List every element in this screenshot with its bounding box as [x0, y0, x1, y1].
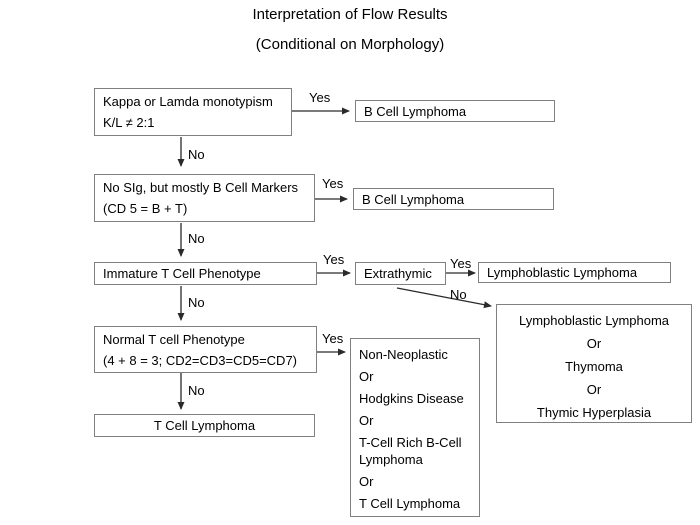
node-text: (4 + 8 = 3; CD2=CD3=CD5=CD7) — [103, 353, 298, 368]
node-text: T Cell Lymphoma — [153, 418, 256, 433]
edge-label-no: No — [188, 383, 205, 398]
node-text: Hodgkins Disease — [359, 391, 464, 406]
arrow-extrathymic-no — [396, 287, 492, 309]
node-text: Extrathymic — [364, 266, 432, 281]
node-t-cell-lymphoma: T Cell Lymphoma — [94, 414, 315, 437]
node-text: Lymphoblastic Lymphoma — [518, 313, 670, 328]
node-text: Non-Neoplastic — [359, 347, 448, 362]
edge-label-no: No — [450, 287, 467, 302]
node-text: K/L ≠ 2:1 — [103, 115, 155, 130]
node-text: B Cell Lymphoma — [362, 191, 465, 207]
node-text: Immature T Cell Phenotype — [103, 266, 261, 281]
edge-label-yes: Yes — [309, 90, 331, 105]
edge-label-no: No — [188, 295, 205, 310]
node-thymic-differential: Lymphoblastic Lymphoma Or Thymoma Or Thy… — [496, 304, 692, 423]
node-b-cell-lymphoma-2: B Cell Lymphoma — [353, 188, 554, 210]
node-text: Thymoma — [565, 359, 623, 374]
node-t-cell-differential: Non-Neoplastic Or Hodgkins Disease Or T-… — [350, 338, 480, 517]
node-text: Or — [359, 413, 374, 428]
node-text: Or — [359, 474, 374, 489]
node-text: T Cell Lymphoma — [359, 496, 461, 511]
node-text: Or — [359, 369, 374, 384]
node-lymphoblastic-lymphoma: Lymphoblastic Lymphoma — [478, 262, 671, 283]
node-text: B Cell Lymphoma — [364, 103, 467, 119]
node-text: (CD 5 = B + T) — [103, 201, 188, 216]
node-text: Kappa or Lamda monotypism — [103, 94, 273, 109]
node-no-sig-b-cell-markers: No SIg, but mostly B Cell Markers (CD 5 … — [94, 174, 315, 222]
node-text: Lymphoblastic Lymphoma — [487, 265, 638, 280]
node-normal-t-cell-phenotype: Normal T cell Phenotype (4 + 8 = 3; CD2=… — [94, 326, 317, 373]
edge-label-yes: Yes — [323, 252, 345, 267]
node-text: Or — [586, 382, 602, 397]
node-text: T-Cell Rich B-Cell Lymphoma — [359, 435, 462, 467]
node-b-cell-lymphoma-1: B Cell Lymphoma — [355, 100, 555, 122]
page-subtitle: (Conditional on Morphology) — [255, 36, 445, 53]
node-extrathymic: Extrathymic — [355, 262, 446, 285]
page-title: Interpretation of Flow Results — [252, 6, 448, 23]
node-immature-t-cell-phenotype: Immature T Cell Phenotype — [94, 262, 317, 285]
edge-label-yes: Yes — [322, 331, 344, 346]
node-text: No SIg, but mostly B Cell Markers — [103, 180, 299, 195]
edge-label-yes: Yes — [450, 256, 472, 271]
node-text: Thymic Hyperplasia — [536, 405, 652, 420]
node-kappa-monotypism: Kappa or Lamda monotypism K/L ≠ 2:1 — [94, 88, 292, 136]
edge-label-no: No — [188, 147, 205, 162]
node-text: Normal T cell Phenotype — [103, 332, 245, 347]
edge-label-no: No — [188, 231, 205, 246]
node-text: Or — [586, 336, 602, 351]
edge-label-yes: Yes — [322, 176, 344, 191]
